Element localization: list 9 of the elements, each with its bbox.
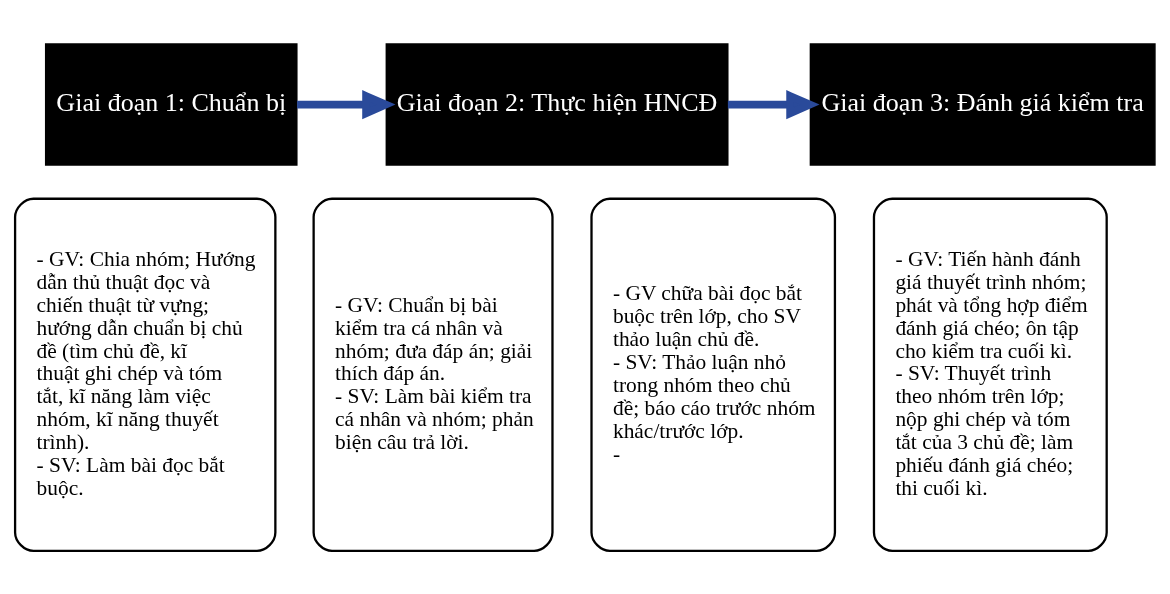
arrow: [297, 89, 396, 119]
node-box: Giai đoạn 3: Đánh giá kiểm tra: [809, 42, 1156, 166]
node-box: - GV chữa bài đọc bắt buộc trên lớp, cho SV thảo luận chủ đề. - SV: Thảo luận nhỏ trong nhóm theo chủ đề; báo cáo trước nhóm khác/trước lớp. -: [590, 197, 837, 552]
node-box: Giai đoạn 1: Chuẩn bị: [44, 42, 298, 166]
node-box: Giai đoạn 2: Thực hiện HNCĐ: [385, 42, 729, 166]
node-box: - GV: Chuẩn bị bài kiểm tra cá nhân và nhóm; đưa đáp án; giải thích đáp án. - SV: Làm bài kiểm tra cá nhân và nhóm; phản biện câu trả lời.: [312, 197, 554, 552]
node-box: - GV: Chia nhóm; Hướng dẫn thủ thuật đọc và chiến thuật từ vựng; hướng dẫn chuẩn bị chủ đề (tìm chủ đề, kĩ thuật ghi chép và tóm tắt, kĩ năng làm việc nhóm, kĩ năng thuyết trình). - SV: Làm bài đọc bắt buộc.: [13, 197, 277, 552]
node-box: - GV: Tiến hành đánh giá thuyết trình nhóm; phát và tổng hợp điểm đánh giá chéo; ôn tập cho kiểm tra cuối kì. - SV: Thuyết trình theo nhóm trên lớp; nộp ghi chép và tóm tắt của 3 chủ đề; làm phiếu đánh giá chéo; thi cuối kì.: [872, 197, 1108, 552]
arrow: [727, 89, 820, 119]
